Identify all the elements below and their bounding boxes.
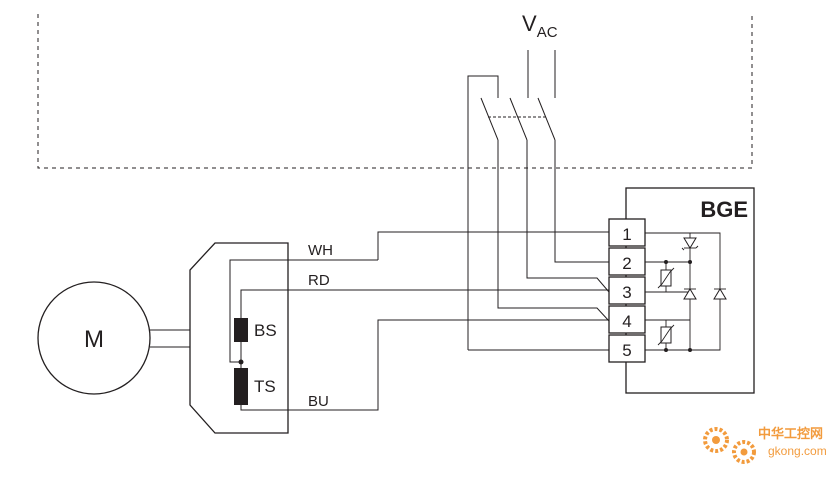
terminal-5-label: 5 [622, 341, 631, 360]
motor-label: M [84, 326, 104, 353]
terminal-4-label: 4 [622, 312, 631, 331]
diode-middle [683, 288, 697, 300]
contactor-to-terminal-2 [554, 140, 609, 263]
brake-coil-bs [234, 318, 248, 342]
diode-top [681, 237, 699, 251]
trip-coil-ts-label: TS [254, 377, 276, 396]
terminal-1 [608, 218, 646, 247]
contactor-to-terminal-3 [526, 140, 610, 293]
diode-right [713, 288, 727, 300]
wire-bu-path [240, 319, 609, 411]
coil-junction-dot [238, 359, 244, 365]
varistor-lower [657, 324, 675, 346]
watermark-brand: 中华工控网 [758, 426, 823, 442]
contactor-to-terminal-4 [497, 140, 610, 322]
terminal-strip: 1 2 3 4 5 [608, 218, 646, 363]
wire-rd-path [240, 289, 470, 318]
wire-wh-inner [229, 259, 378, 363]
supply-voltage-label: VAC [522, 11, 558, 41]
terminal-4 [608, 305, 646, 334]
terminal-2-label: 2 [622, 254, 631, 273]
varistor-upper [657, 267, 675, 289]
terminal-5 [608, 334, 646, 363]
contactor-switch [467, 75, 556, 350]
terminal-2 [608, 247, 646, 276]
watermark-domain: gkong.com [768, 444, 827, 458]
terminal-3-label: 3 [622, 283, 631, 302]
terminal-1-label: 1 [622, 225, 631, 244]
watermark-logo: 中华工控网 gkong.com [703, 426, 827, 464]
trip-coil-ts [234, 368, 248, 405]
brake-coil-bs-label: BS [254, 321, 277, 340]
motor-symbol [37, 281, 151, 395]
wire-wh-path [377, 231, 609, 260]
wire-label-bu: BU [308, 393, 329, 410]
bge-title: BGE [700, 197, 748, 222]
wire-label-wh: WH [308, 242, 333, 259]
wire-label-rd: RD [308, 272, 330, 289]
terminal-3 [608, 276, 646, 305]
cabinet-boundary [37, 14, 753, 169]
